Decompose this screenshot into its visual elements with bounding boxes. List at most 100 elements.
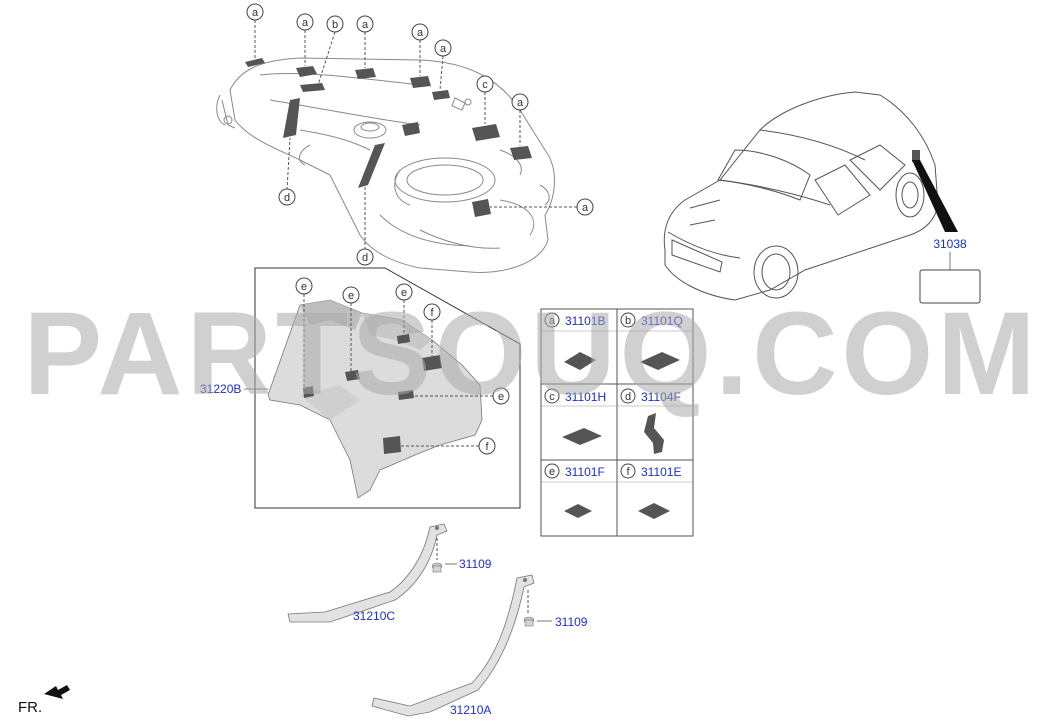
- svg-text:a: a: [582, 202, 589, 214]
- legend-part-d[interactable]: 31104F: [641, 390, 681, 404]
- tank-pad-a4: [410, 76, 431, 88]
- tank-pad-a6: [402, 122, 420, 136]
- callout-d-1: d: [278, 188, 296, 206]
- strap-31210A-drawing: [371, 574, 535, 717]
- svg-text:31210C: 31210C: [353, 609, 395, 623]
- callout-a-3: a: [356, 15, 374, 33]
- legend-cell-c: c 31101H: [544, 388, 606, 445]
- svg-text:a: a: [417, 27, 424, 39]
- vehicle-drawing: [663, 91, 958, 301]
- front-direction-arrow-icon: [44, 685, 70, 699]
- svg-text:e: e: [401, 287, 407, 299]
- svg-text:31109: 31109: [459, 557, 492, 571]
- legend-shape-d: [644, 413, 664, 454]
- svg-text:f: f: [485, 441, 489, 453]
- part-31210C[interactable]: 31210C: [353, 609, 395, 623]
- svg-text:31038: 31038: [933, 237, 967, 251]
- part-31109-top[interactable]: 31109: [459, 557, 492, 571]
- part-31109-bottom[interactable]: 31109: [555, 615, 588, 629]
- callout-e-1: e: [295, 277, 313, 295]
- svg-text:b: b: [332, 19, 338, 31]
- protector-pad-e4: [398, 390, 414, 400]
- tank-pad-a2: [296, 66, 317, 77]
- part-31220B[interactable]: 31220B: [200, 382, 241, 396]
- svg-text:e: e: [348, 290, 354, 302]
- tank-pad-c: [472, 124, 500, 141]
- legend-part-e[interactable]: 31101F: [565, 465, 605, 479]
- callout-a-1: a: [246, 3, 264, 21]
- svg-text:a: a: [549, 315, 556, 327]
- legend-cell-a: a 31101B: [544, 312, 605, 370]
- fuel-tank-drawing: [216, 20, 577, 274]
- callout-b-1: b: [326, 15, 344, 33]
- callout-a-6: a: [511, 93, 529, 111]
- svg-text:b: b: [625, 315, 631, 327]
- svg-text:a: a: [362, 19, 369, 31]
- legend-part-c[interactable]: 31101H: [565, 390, 606, 404]
- tank-pad-a8: [472, 199, 491, 217]
- tank-pad-d2: [358, 143, 385, 188]
- legend-cell-b: b 31101Q: [620, 312, 683, 370]
- protector-pad-e3: [397, 334, 410, 344]
- svg-text:c: c: [549, 391, 555, 403]
- protector-pad-f2: [383, 436, 401, 454]
- svg-text:d: d: [625, 391, 631, 403]
- legend-cell-f: f 31101E: [620, 463, 681, 519]
- protector-pad-f1: [422, 355, 442, 371]
- legend-part-f[interactable]: 31101E: [641, 465, 681, 479]
- legend-shape-a: [564, 352, 596, 370]
- svg-text:31109: 31109: [555, 615, 588, 629]
- svg-text:31210A: 31210A: [450, 703, 491, 717]
- callout-f-1: f: [423, 303, 441, 321]
- legend-shape-f: [638, 503, 670, 519]
- callout-a-4: a: [411, 23, 429, 41]
- tank-pad-a1: [245, 58, 265, 67]
- callout-c-1: c: [476, 75, 494, 93]
- legend-shape-e: [564, 504, 592, 518]
- svg-text:a: a: [440, 43, 447, 55]
- svg-text:e: e: [498, 391, 504, 403]
- part-31210A[interactable]: 31210A: [450, 703, 491, 717]
- tank-pad-a7: [510, 146, 532, 160]
- legend-shape-b: [640, 352, 680, 370]
- heat-protector-panel: [254, 267, 521, 509]
- svg-text:a: a: [302, 17, 309, 29]
- vehicle-label-marker: [912, 150, 920, 162]
- legend-part-b[interactable]: 31101Q: [641, 314, 683, 328]
- svg-text:a: a: [252, 7, 259, 19]
- tank-pad-a3: [355, 68, 376, 79]
- part-31038-label-box: [919, 269, 981, 304]
- tank-pad-a5: [432, 90, 450, 100]
- svg-text:d: d: [284, 192, 290, 204]
- protector-pad-e2: [345, 370, 360, 381]
- part-31038[interactable]: 31038: [933, 237, 967, 251]
- svg-text:a: a: [517, 97, 524, 109]
- callout-e-3: e: [395, 283, 413, 301]
- svg-text:d: d: [362, 252, 368, 264]
- legend-shape-c: [562, 428, 602, 445]
- callout-d-2: d: [356, 248, 374, 266]
- svg-text:f: f: [626, 466, 630, 478]
- callout-e-4: e: [492, 387, 510, 405]
- protector-pad-e1: [303, 386, 314, 398]
- svg-text:e: e: [549, 466, 555, 478]
- svg-text:e: e: [301, 281, 307, 293]
- callout-f-2: f: [478, 437, 496, 455]
- svg-text:f: f: [430, 307, 434, 319]
- legend-cell-e: e 31101F: [544, 463, 605, 518]
- callout-a-5: a: [434, 39, 452, 57]
- callout-e-2: e: [342, 286, 360, 304]
- front-direction-label: FR.: [18, 699, 43, 716]
- callout-a-2: a: [296, 13, 314, 31]
- callout-a-7: a: [576, 198, 594, 216]
- tank-pad-d1: [283, 98, 300, 138]
- tank-pad-b: [300, 83, 325, 92]
- legend-part-a[interactable]: 31101B: [565, 314, 605, 328]
- leader-wedge: [912, 160, 958, 232]
- legend-cell-d: d 31104F: [620, 388, 681, 454]
- strap-31210C-drawing: [287, 523, 448, 623]
- legend-table: a 31101B b 31101Q c 31101H d 31104F e 31: [540, 308, 694, 537]
- svg-text:c: c: [482, 79, 488, 91]
- svg-text:31220B: 31220B: [200, 382, 241, 396]
